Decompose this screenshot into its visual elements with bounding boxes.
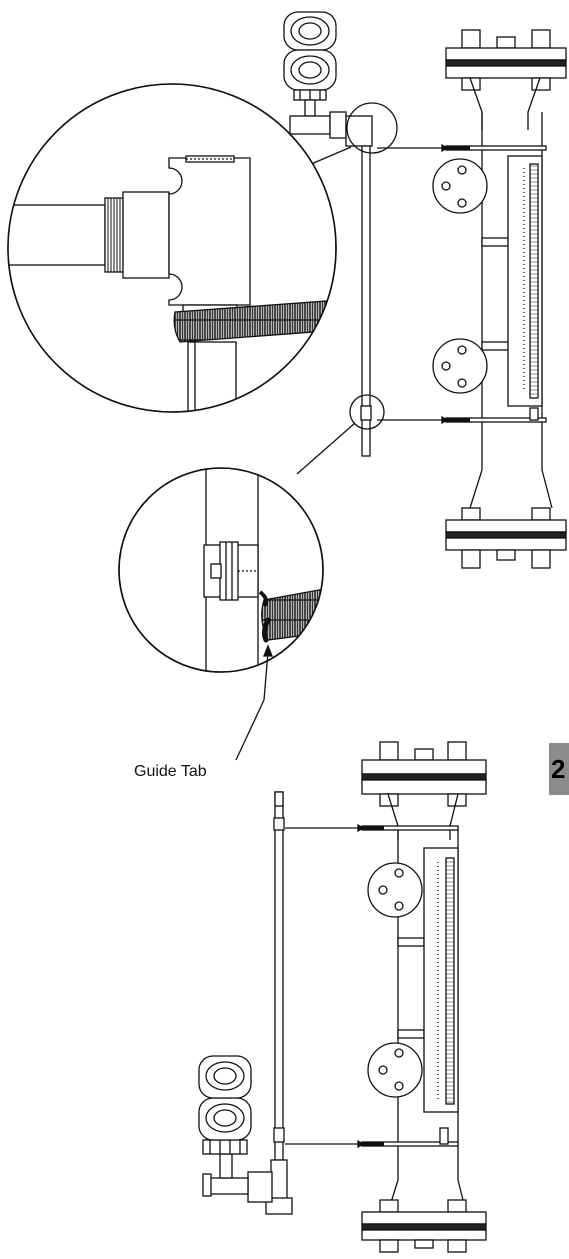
level-gauge-top xyxy=(432,29,567,569)
transmitter-bottom xyxy=(198,791,293,1215)
detail-circle-lower xyxy=(118,467,324,673)
level-gauge-bottom xyxy=(361,741,487,1253)
guide-tab-leader xyxy=(235,644,273,761)
magnifier-markers xyxy=(296,102,398,475)
band-arrows-bottom xyxy=(285,823,365,1149)
detail-circle-upper xyxy=(7,83,337,413)
transmitter-top xyxy=(283,11,373,457)
guide-tab-label: Guide Tab xyxy=(134,763,207,780)
page-tab-number: 2 xyxy=(549,743,569,795)
